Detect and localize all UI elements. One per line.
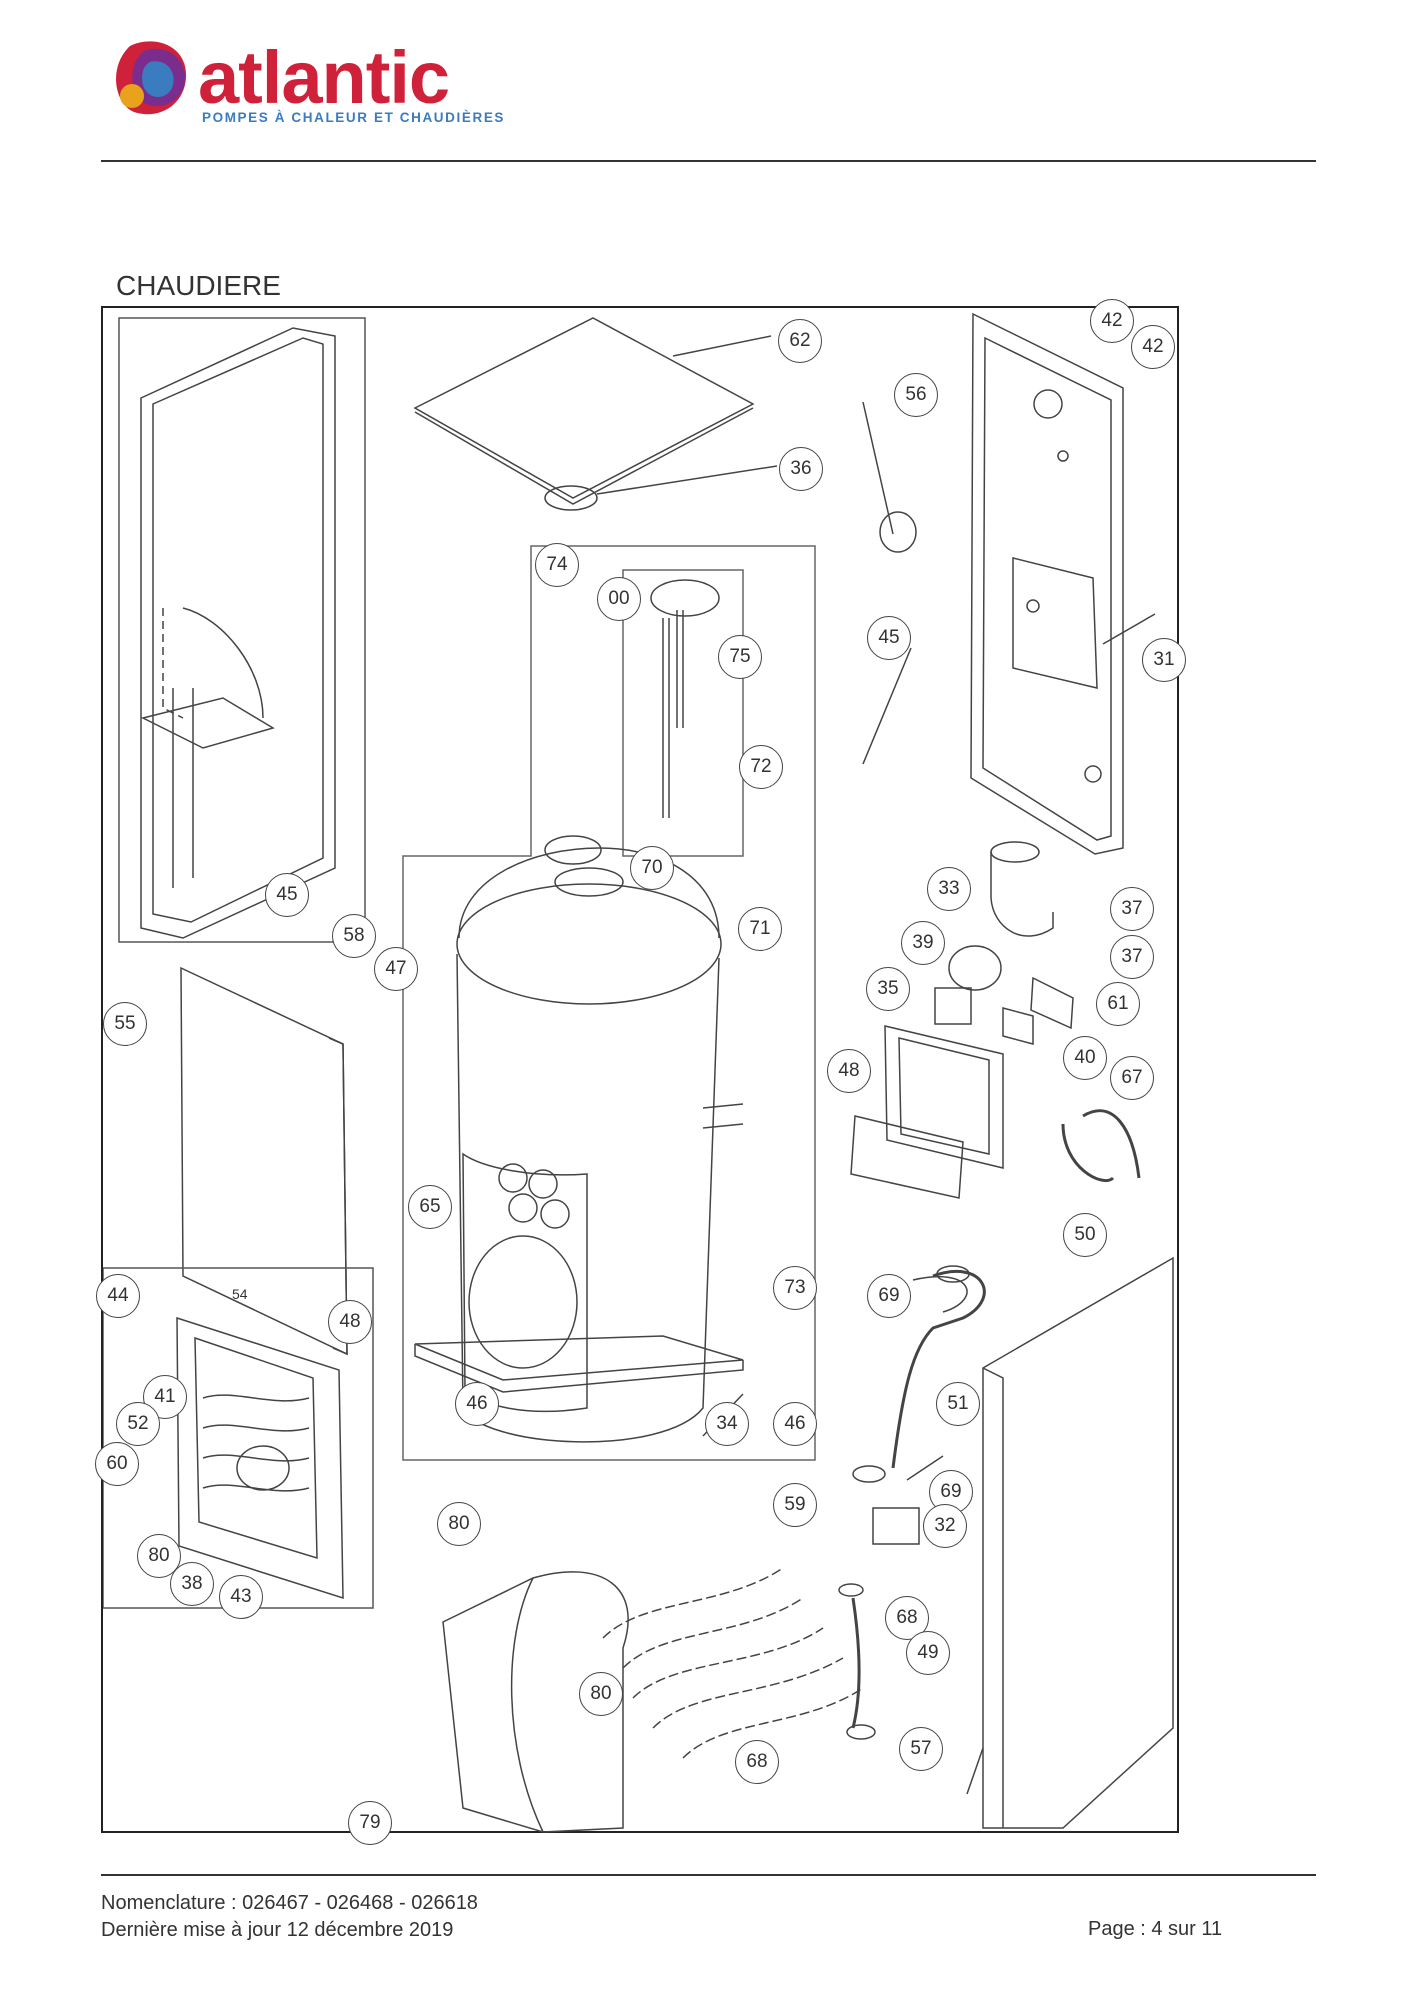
callout-80b: 80 xyxy=(137,1534,181,1578)
callout-69a: 69 xyxy=(867,1274,911,1318)
callout-33: 33 xyxy=(927,867,971,911)
callout-47: 47 xyxy=(374,947,418,991)
footer-info: Nomenclature : 026467 - 026468 - 026618 … xyxy=(101,1890,478,1944)
callout-58: 58 xyxy=(332,914,376,958)
logo-mark-icon xyxy=(116,41,187,115)
callout-55: 55 xyxy=(103,1002,147,1046)
callout-74: 74 xyxy=(535,543,579,587)
brand-name: atlantic xyxy=(198,36,450,119)
callout-62: 62 xyxy=(778,319,822,363)
callout-39: 39 xyxy=(901,921,945,965)
callout-60: 60 xyxy=(95,1442,139,1486)
callout-80c: 80 xyxy=(579,1672,623,1716)
callout-51: 51 xyxy=(936,1382,980,1426)
callout-59: 59 xyxy=(773,1483,817,1527)
callout-43: 43 xyxy=(219,1575,263,1619)
callout-75: 75 xyxy=(718,635,762,679)
callout-36: 36 xyxy=(779,447,823,491)
callout-42b: 42 xyxy=(1131,325,1175,369)
callout-52: 52 xyxy=(116,1402,160,1446)
exploded-drawing xyxy=(103,312,1174,1833)
atlantic-logo: atlantic POMPES À CHALEUR ET CHAUDIÈRES xyxy=(110,36,503,132)
callout-45-right: 45 xyxy=(867,616,911,660)
callout-34: 34 xyxy=(705,1402,749,1446)
callout-68b: 68 xyxy=(735,1740,779,1784)
callout-73: 73 xyxy=(773,1266,817,1310)
callout-49: 49 xyxy=(906,1631,950,1675)
callout-41: 41 xyxy=(143,1375,187,1419)
callout-37b: 37 xyxy=(1110,935,1154,979)
callout-61: 61 xyxy=(1096,982,1140,1026)
section-title: CHAUDIERE xyxy=(116,270,281,301)
callout-48-right: 48 xyxy=(827,1049,871,1093)
callout-48-left: 48 xyxy=(328,1300,372,1344)
callout-37a: 37 xyxy=(1110,887,1154,931)
callout-45-left: 45 xyxy=(265,873,309,917)
footer-divider xyxy=(101,1874,1316,1876)
callout-38: 38 xyxy=(170,1562,214,1606)
footer-updated: Dernière mise à jour 12 décembre 2019 xyxy=(101,1919,454,1941)
callout-42a: 42 xyxy=(1090,299,1134,343)
header-divider xyxy=(101,160,1316,162)
callout-71: 71 xyxy=(738,907,782,951)
callout-80a: 80 xyxy=(437,1502,481,1546)
callout-44: 44 xyxy=(96,1274,140,1318)
footer-page-number: Page : 4 sur 11 xyxy=(1088,1918,1223,1940)
callout-72: 72 xyxy=(739,745,783,789)
callout-57: 57 xyxy=(899,1727,943,1771)
callout-31: 31 xyxy=(1142,638,1186,682)
callout-46b: 46 xyxy=(773,1402,817,1446)
callout-46a: 46 xyxy=(455,1382,499,1426)
brand-tagline: POMPES À CHALEUR ET CHAUDIÈRES xyxy=(202,110,506,125)
exploded-view-diagram xyxy=(101,306,1179,1833)
callout-35: 35 xyxy=(866,967,910,1011)
callout-00: 00 xyxy=(597,577,641,621)
callout-65: 65 xyxy=(408,1185,452,1229)
callout-32: 32 xyxy=(923,1504,967,1548)
callout-70: 70 xyxy=(630,846,674,890)
callout-40: 40 xyxy=(1063,1036,1107,1080)
callout-67: 67 xyxy=(1110,1056,1154,1100)
callout-79: 79 xyxy=(348,1801,392,1845)
callout-56: 56 xyxy=(894,373,938,417)
footer-nomenclature: Nomenclature : 026467 - 026468 - 026618 xyxy=(101,1892,478,1914)
callout-68a: 68 xyxy=(885,1596,929,1640)
label-54: 54 xyxy=(232,1286,248,1302)
callout-50: 50 xyxy=(1063,1213,1107,1257)
